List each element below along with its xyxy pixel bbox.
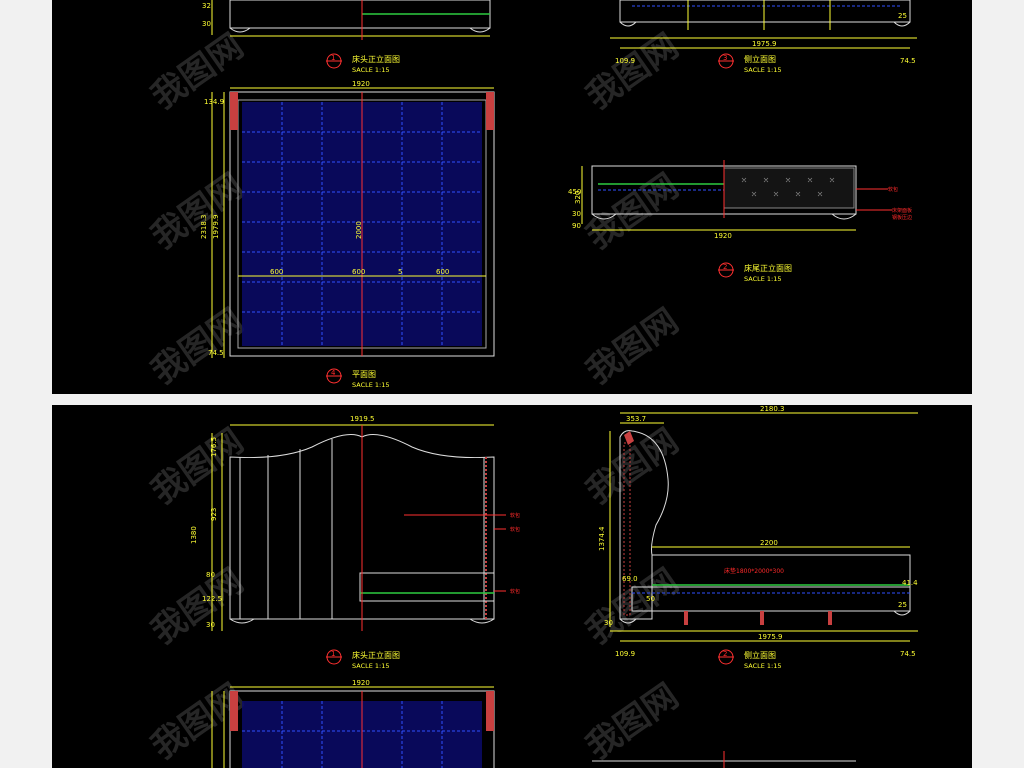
svg-text:1: 1 [331,54,335,62]
svg-text:床架面板: 床架面板 [892,207,912,214]
svg-text:我图网: 我图网 [144,421,250,512]
svg-text:床尾正立面图: 床尾正立面图 [744,263,792,273]
svg-text:SACLE 1:15: SACLE 1:15 [352,381,390,389]
svg-text:钢板压边: 钢板压边 [892,214,912,221]
svg-text:74.5: 74.5 [900,57,916,65]
svg-text:80: 80 [206,571,215,579]
svg-text:353.7: 353.7 [626,415,646,423]
svg-text:1920: 1920 [714,232,732,240]
svg-text:30: 30 [604,619,613,627]
svg-text:SACLE 1:15: SACLE 1:15 [352,66,390,74]
svg-text:320: 320 [574,191,582,204]
svg-text:软包: 软包 [510,526,520,533]
svg-text:我图网: 我图网 [579,421,685,512]
svg-text:74.5: 74.5 [900,650,916,658]
svg-text:4: 4 [331,369,336,377]
bed-side-view: 2180.3 353.7 2200 床垫1800*2000*300 1374.4… [598,405,918,658]
svg-text:30: 30 [572,210,581,218]
svg-text:450: 450 [568,188,581,196]
plan-view: 1920 2318.3 1979.9 134.9 74.5 2000 600 6… [200,80,495,358]
cad-sheet-bottom: 我图网 我图网 我图网 我图网 我图网 我图网 1919.5 1380 176.… [52,405,972,768]
svg-text:1: 1 [331,650,335,658]
svg-text:我图网: 我图网 [144,166,250,257]
svg-text:2180.3: 2180.3 [760,405,785,413]
svg-text:109.9: 109.9 [615,57,635,65]
side-view-top-partial: 1975.9 109.9 74.5 25 [610,0,917,65]
svg-text:床头正立面图: 床头正立面图 [352,54,400,64]
svg-text:30: 30 [202,20,211,28]
svg-text:50: 50 [646,595,655,603]
svg-text:SACLE 1:15: SACLE 1:15 [352,662,390,670]
svg-text:1920: 1920 [352,80,370,88]
svg-text:SACLE 1:15: SACLE 1:15 [744,662,782,670]
svg-text:122.5: 122.5 [202,595,222,603]
svg-text:2000: 2000 [355,221,363,239]
cad-drawing-bottom: 我图网 我图网 我图网 我图网 我图网 我图网 1919.5 1380 176.… [144,405,918,768]
foot-end-view: 1920 450 320 30 90 软包 床架面板 钢板压边 [568,160,912,240]
svg-text:我图网: 我图网 [579,676,685,767]
front-view-top-partial: 32 30 [202,0,491,40]
svg-text:134.9: 134.9 [204,98,224,106]
svg-text:5: 5 [398,268,402,276]
svg-text:600: 600 [352,268,365,276]
svg-text:30: 30 [206,621,215,629]
svg-text:SACLE 1:15: SACLE 1:15 [744,275,782,283]
svg-text:1975.9: 1975.9 [758,633,783,641]
view-title-plan: 4 平面图 SACLE 1:15 [326,368,390,389]
svg-text:SACLE 1:15: SACLE 1:15 [744,66,782,74]
svg-text:侧立面图: 侧立面图 [744,54,776,64]
svg-text:侧立面图: 侧立面图 [744,650,776,660]
svg-text:176.5: 176.5 [210,437,218,457]
svg-text:1380: 1380 [190,526,198,544]
svg-text:1374.4: 1374.4 [598,526,606,551]
svg-text:600: 600 [436,268,449,276]
svg-text:我图网: 我图网 [579,166,685,257]
view-title-side: 2 侧立面图 SACLE 1:15 [718,649,782,670]
cad-drawing-top: 我图网 我图网 我图网 我图网 我图网 我图网 32 30 1 床头正立面图 S… [144,0,917,392]
svg-text:2318.3: 2318.3 [200,215,208,240]
svg-text:25: 25 [898,601,907,609]
svg-text:74.5: 74.5 [208,349,224,357]
svg-text:床头正立面图: 床头正立面图 [352,650,400,660]
svg-text:41.4: 41.4 [902,579,918,587]
view-title-foot-end: 2 床尾正立面图 SACLE 1:15 [718,262,792,283]
svg-text:我图网: 我图网 [579,26,685,117]
svg-text:软包: 软包 [510,512,520,519]
view-title-headboard-front: 1 床头正立面图 SACLE 1:15 [326,649,400,670]
headboard-front-view: 1919.5 1380 176.5 923 80 122.5 30 软包 软包 … [190,415,520,631]
svg-text:软包: 软包 [888,186,898,193]
svg-text:1975.9: 1975.9 [752,40,777,48]
svg-text:25: 25 [898,12,907,20]
svg-text:1919.5: 1919.5 [350,415,375,423]
svg-text:我图网: 我图网 [144,561,250,652]
svg-text:平面图: 平面图 [352,370,376,379]
svg-text:32: 32 [202,2,211,10]
view-title-front-top: 1 床头正立面图 SACLE 1:15 [326,53,400,74]
svg-text:3: 3 [723,54,727,62]
svg-text:90: 90 [572,222,581,230]
svg-text:我图网: 我图网 [579,301,685,392]
svg-text:1920: 1920 [352,679,370,687]
svg-text:109.9: 109.9 [615,650,635,658]
svg-text:软包: 软包 [510,588,520,595]
svg-text:2: 2 [723,263,727,271]
svg-text:床垫1800*2000*300: 床垫1800*2000*300 [724,567,784,575]
svg-text:600: 600 [270,268,283,276]
svg-text:2200: 2200 [760,539,778,547]
cad-sheet-top: 我图网 我图网 我图网 我图网 我图网 我图网 32 30 1 床头正立面图 S… [52,0,972,394]
svg-text:2: 2 [723,650,727,658]
svg-text:我图网: 我图网 [144,301,250,392]
svg-text:69.0: 69.0 [622,575,638,583]
svg-text:923: 923 [210,508,218,521]
foot-end-view-partial [592,751,856,768]
svg-text:1979.9: 1979.9 [212,215,220,240]
view-title-side-top: 3 侧立面图 SACLE 1:15 [718,53,782,74]
plan-view-partial: 1920 [211,679,495,768]
